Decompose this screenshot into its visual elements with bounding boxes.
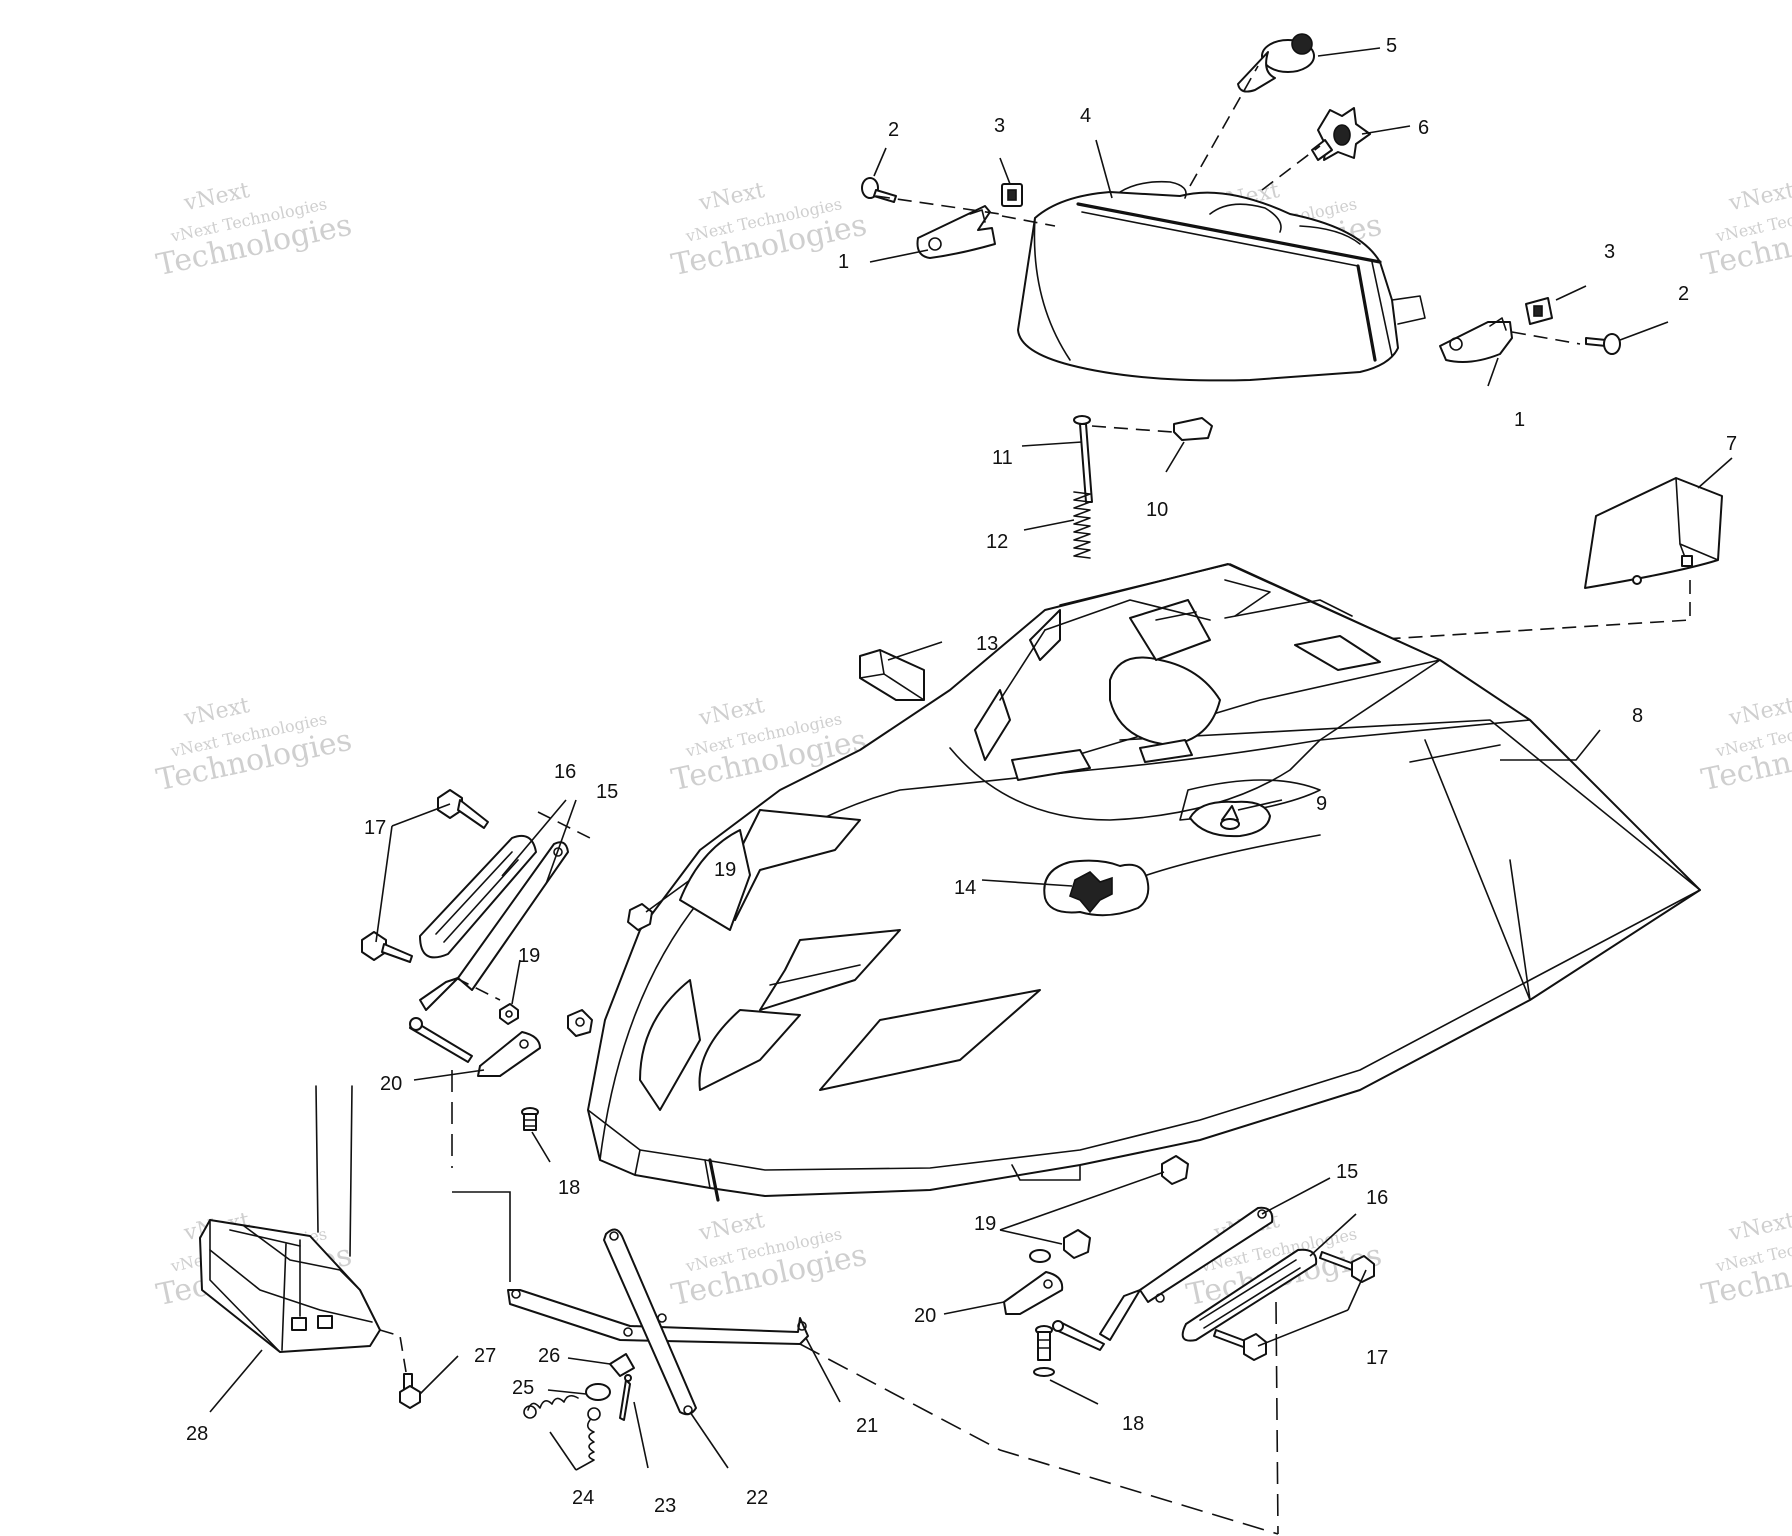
screw-2-right (1585, 333, 1621, 355)
callout-19-right: 19 (974, 1213, 996, 1235)
callout-20-right: 20 (914, 1305, 936, 1327)
nut-19-left-b (499, 1003, 519, 1025)
washer-25 (585, 1383, 611, 1401)
screw-18-right (1033, 1325, 1055, 1377)
callout-21: 21 (856, 1415, 878, 1437)
crossbar-21 (507, 1289, 809, 1345)
bracket-1-left (916, 205, 996, 259)
watermark-line1: vNext (1726, 693, 1792, 731)
clip-10 (1173, 417, 1213, 441)
headlight-housing (1017, 180, 1426, 382)
callout-9: 9 (1316, 793, 1327, 815)
watermark: vNext vNext Technologies Technologies (153, 693, 354, 798)
callout-11: 11 (992, 447, 1013, 469)
arm-15-left (409, 841, 569, 1063)
bulb-5 (1237, 33, 1315, 93)
callout-7: 7 (1726, 433, 1737, 455)
callout-10: 10 (1146, 499, 1168, 521)
arm-15-right (1052, 1206, 1274, 1351)
watermark-line1: vNext (696, 178, 767, 216)
callout-23: 23 (654, 1495, 676, 1517)
plate-16-right (1181, 1248, 1318, 1342)
watermark-line1: vNext (1726, 1208, 1792, 1246)
callout-1-right: 1 (1514, 409, 1525, 431)
bracket-1-right (1439, 317, 1513, 363)
callout-17-right: 17 (1366, 1347, 1388, 1369)
bolt-17-right-upper (1319, 1251, 1375, 1283)
watermark: vNext vNext Technologies Technologies (1698, 1208, 1792, 1313)
callout-2-left: 2 (888, 119, 899, 141)
latch-20-right (1003, 1271, 1064, 1315)
callout-15-right: 15 (1336, 1161, 1358, 1183)
watermark-line1: vNext (181, 178, 252, 216)
watermark: vNext vNext Technologies Technologies (1698, 693, 1792, 798)
callout-1-left: 1 (838, 251, 849, 273)
callout-22: 22 (746, 1487, 768, 1509)
stand-22 (603, 1228, 697, 1416)
callout-labels: 1 1 2 2 3 3 4 5 6 7 8 9 10 11 12 13 14 1… (186, 35, 1737, 1517)
callout-17-left: 17 (364, 817, 386, 839)
plate-16-left (419, 834, 537, 959)
spring-12 (1073, 491, 1091, 559)
callout-15-left: 15 (596, 781, 618, 803)
speed-nut-3-right (1525, 297, 1553, 325)
washer-19-right (1029, 1249, 1051, 1263)
callout-2-right: 2 (1678, 283, 1689, 305)
watermark-line1: vNext (181, 693, 252, 731)
callout-24: 24 (572, 1487, 594, 1509)
watermark: vNext vNext Technologies Technologies (668, 1208, 869, 1313)
spring-24b (586, 1407, 601, 1461)
callout-5: 5 (1386, 35, 1397, 57)
callout-3-left: 3 (994, 115, 1005, 137)
watermark-line1: vNext (1726, 178, 1792, 216)
callout-19-middle: 19 (518, 945, 540, 967)
pin-23 (619, 1374, 632, 1421)
nut-19-right-b (1063, 1229, 1091, 1259)
screw-9 (1220, 805, 1240, 830)
callout-13: 13 (976, 633, 998, 655)
callout-6: 6 (1418, 117, 1429, 139)
callout-4: 4 (1080, 105, 1091, 127)
watermark: vNext vNext Technologies Technologies (1698, 178, 1792, 283)
speed-nut-3-left (1001, 183, 1023, 207)
screw-18-left (521, 1107, 539, 1131)
watermark: vNext vNext Technologies Technologies (153, 178, 354, 283)
windshield-7 (1584, 477, 1723, 589)
watermark-line1: vNext (696, 1208, 767, 1246)
callout-18-right: 18 (1122, 1413, 1144, 1435)
callout-20-left: 20 (380, 1073, 402, 1095)
screw-27 (399, 1373, 421, 1409)
callout-19-upper: 19 (714, 859, 736, 881)
leader-lines (209, 47, 1733, 1471)
hood-8 (587, 563, 1701, 1202)
callout-16-left: 16 (554, 761, 576, 783)
callout-26: 26 (538, 1345, 560, 1367)
watermark-line1: vNext (696, 693, 767, 731)
callout-14: 14 (954, 877, 976, 899)
bumper-28 (199, 1085, 381, 1353)
callout-3-right: 3 (1604, 241, 1615, 263)
callout-28: 28 (186, 1423, 208, 1445)
latch-20-left (477, 1031, 541, 1077)
callout-27: 27 (474, 1345, 496, 1367)
bumper-13 (859, 649, 925, 701)
callout-8: 8 (1632, 705, 1643, 727)
knob-nut-14 (1069, 871, 1113, 914)
pin-11 (1073, 415, 1093, 503)
bulb-socket-6 (1311, 107, 1371, 161)
spring-24a (523, 1394, 579, 1419)
nut-19-left-c (567, 1009, 593, 1037)
callout-18-left: 18 (558, 1177, 580, 1199)
nut-19-left-a (627, 903, 653, 931)
clip-26 (609, 1353, 635, 1377)
bolt-17-upper (437, 789, 489, 829)
bolt-17-lower (361, 931, 413, 963)
callout-12: 12 (986, 531, 1008, 553)
callout-16-right: 16 (1366, 1187, 1388, 1209)
screw-2-left (861, 177, 897, 203)
callout-25: 25 (512, 1377, 534, 1399)
bolt-17-right-lower (1213, 1329, 1267, 1361)
nut-19-right-a (1161, 1155, 1189, 1185)
